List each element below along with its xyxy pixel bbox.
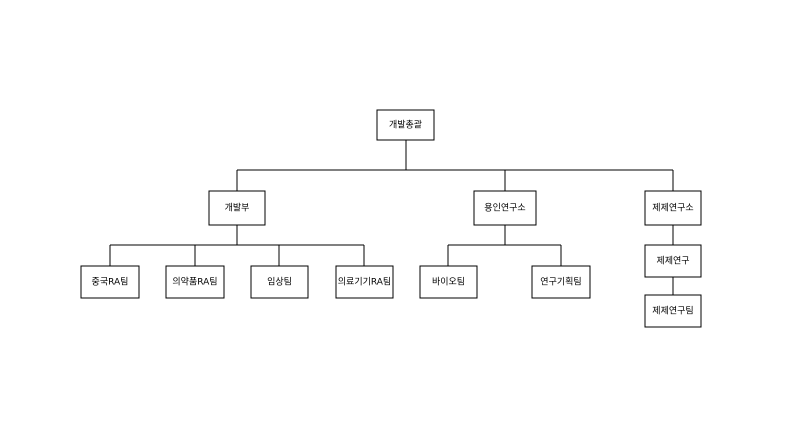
node-division-formulation-label: 제제연구소 — [652, 203, 693, 214]
node-root: 개발총괄 — [376, 109, 435, 141]
node-team-device-ra-label: 의료기기RA팀 — [338, 276, 391, 288]
node-team-bio-label: 바이오팀 — [432, 276, 465, 288]
node-division-dev: 개발부 — [208, 190, 266, 226]
node-team-clinical: 임상팀 — [250, 265, 309, 299]
node-division-formulation: 제제연구소 — [644, 190, 702, 226]
node-team-research-planning: 연구기획팀 — [531, 265, 591, 299]
node-formulation-research-label: 제제연구 — [656, 256, 689, 267]
node-root-label: 개발총괄 — [389, 119, 422, 131]
node-division-yongin: 용인연구소 — [473, 190, 537, 226]
node-team-bio: 바이오팀 — [419, 265, 478, 299]
node-team-clinical-label: 임상팀 — [267, 276, 292, 288]
node-team-china-ra: 중국RA팀 — [80, 265, 140, 299]
node-team-pharma-ra-label: 의약품RA팀 — [172, 276, 217, 288]
node-team-research-planning-label: 연구기획팀 — [540, 276, 581, 288]
connector-lines — [109, 140, 674, 295]
node-division-yongin-label: 용인연구소 — [484, 203, 525, 214]
node-team-china-ra-label: 중국RA팀 — [92, 276, 129, 288]
node-formulation-research: 제제연구 — [644, 244, 702, 278]
node-division-dev-label: 개발부 — [225, 203, 250, 214]
node-formulation-research-team-label: 제제연구팀 — [652, 305, 693, 317]
node-team-device-ra: 의료기기RA팀 — [335, 265, 394, 299]
node-team-pharma-ra: 의약품RA팀 — [165, 265, 225, 299]
node-formulation-research-team: 제제연구팀 — [644, 294, 702, 328]
